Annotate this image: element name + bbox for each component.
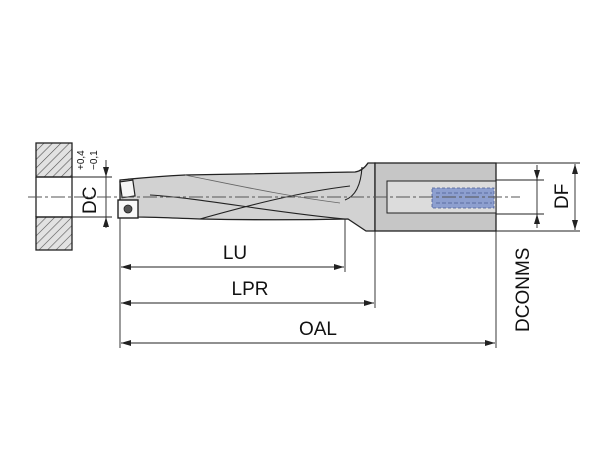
flute-sweep — [344, 166, 363, 201]
df-dimension: DF — [496, 162, 580, 232]
coolant-channel — [431, 187, 495, 209]
insert-screw — [123, 204, 133, 214]
df-label: DF — [552, 184, 573, 209]
dc-tolerance-lower: −0,1 — [89, 150, 100, 170]
workpiece-lower-hatch — [35, 216, 73, 251]
dc-dimension: DC +0,4 −0,1 — [72, 150, 112, 228]
flute-line-2 — [199, 185, 351, 220]
workpiece-upper-hatch — [35, 142, 73, 178]
lpr-dimension: LPR — [121, 279, 374, 306]
oal-label: OAL — [299, 319, 337, 340]
lpr-label: LPR — [232, 279, 269, 300]
flute-line-3 — [184, 174, 341, 204]
dc-tolerance-upper: +0,4 — [76, 150, 87, 170]
dconms-label: DCONMS — [513, 248, 534, 332]
dconms-arrow-bottom — [534, 214, 540, 224]
dconms-dimension: DCONMS — [496, 165, 544, 332]
dc-arrow-top — [103, 167, 109, 177]
dc-arrow-bottom — [103, 217, 109, 227]
extension-lines — [119, 218, 497, 348]
lu-dimension: LU — [121, 243, 344, 270]
insert-top — [119, 179, 136, 199]
dconms-arrow-top — [534, 170, 540, 180]
dc-label: DC — [80, 187, 101, 214]
oal-dimension: OAL — [121, 319, 495, 346]
lu-label: LU — [223, 243, 247, 264]
